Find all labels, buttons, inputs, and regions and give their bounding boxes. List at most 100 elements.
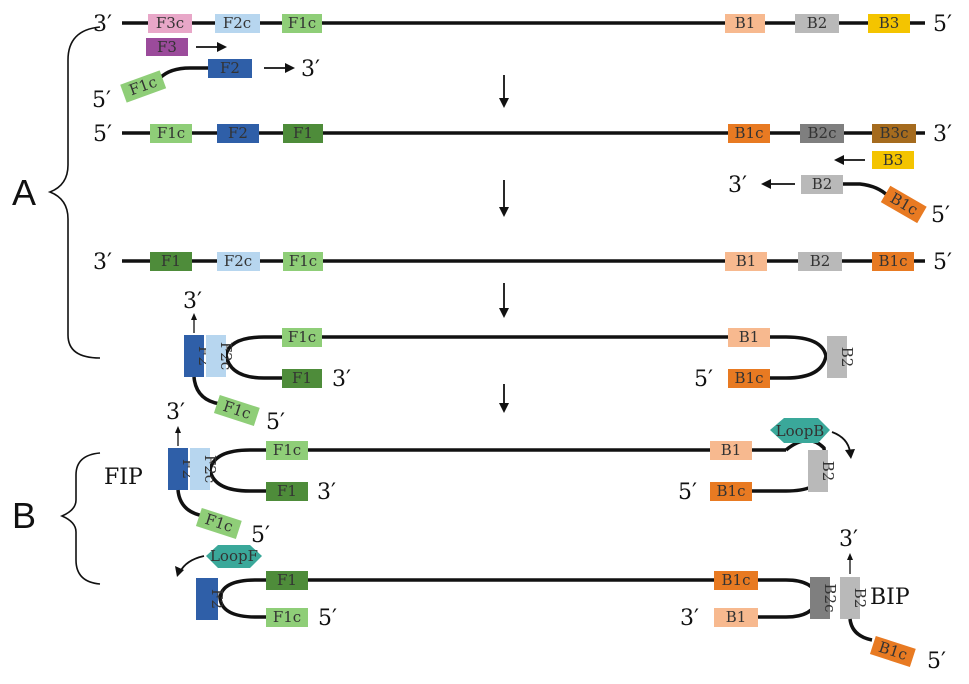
region-F2c: F2c — [215, 14, 260, 33]
svg-text:LoopB: LoopB — [776, 422, 825, 440]
svg-text:B1: B1 — [735, 14, 756, 32]
primer-B2: B2 — [801, 175, 843, 194]
step-arrow — [499, 283, 509, 318]
bip-linker — [843, 182, 890, 198]
bip-linker — [848, 618, 873, 642]
section-a-bracket — [47, 26, 101, 359]
region-F3c: F3c — [148, 14, 192, 33]
region-B2c: B2c — [810, 577, 839, 619]
region-B1: B1 — [725, 252, 767, 271]
region-B1: B1 — [714, 608, 758, 627]
svg-text:F1: F1 — [277, 571, 297, 589]
svg-text:B1c: B1c — [879, 252, 908, 270]
step-arrow — [499, 384, 509, 413]
svg-text:F1c: F1c — [288, 328, 316, 346]
region-F1c: F1c — [266, 441, 308, 460]
svg-text:F2: F2 — [228, 124, 248, 142]
region-B1: B1 — [725, 14, 765, 33]
svg-text:F2: F2 — [208, 589, 226, 609]
svg-text:F1c: F1c — [288, 14, 316, 32]
primer-B1c-tail: B1c — [880, 185, 927, 224]
svg-text:B2: B2 — [851, 588, 869, 609]
svg-text:B2: B2 — [810, 252, 831, 270]
strand-end-5: 5′ — [93, 122, 112, 147]
svg-text:F2c: F2c — [217, 342, 235, 370]
strand-end-5: 5′ — [694, 367, 713, 392]
region-F2: F2 — [196, 578, 226, 620]
stem-loop-left — [208, 448, 266, 493]
arrow-right-icon — [196, 42, 227, 52]
primer-F1c-tail: F1c — [213, 394, 260, 426]
svg-text:F1: F1 — [277, 482, 297, 500]
region-B1: B1 — [710, 441, 752, 460]
svg-text:F1c: F1c — [127, 73, 160, 100]
stem-loop-left — [224, 335, 282, 380]
region-B2c: B2c — [800, 124, 844, 143]
svg-text:F3: F3 — [157, 38, 177, 56]
strand-end-5: 5′ — [931, 203, 950, 228]
svg-text:LoopF: LoopF — [210, 547, 258, 565]
svg-text:B2: B2 — [812, 175, 833, 193]
strand-end-3: 3′ — [301, 57, 320, 82]
strand-end-3: 3′ — [166, 400, 185, 425]
strand-end-5: 5′ — [933, 250, 952, 275]
strand-end-3: 3′ — [183, 289, 202, 314]
section-b-bracket — [59, 452, 101, 585]
svg-text:F2c: F2c — [201, 455, 219, 483]
region-F1: F1 — [282, 369, 322, 388]
bip-label: BIP — [870, 585, 910, 610]
region-B2: B2 — [795, 14, 839, 33]
svg-text:B2: B2 — [819, 461, 837, 482]
strand-end-3: 3′ — [332, 367, 351, 392]
svg-text:F3c: F3c — [156, 14, 184, 32]
strand-end-3: 3′ — [728, 173, 747, 198]
fip-linker — [176, 489, 205, 518]
svg-text:B1: B1 — [726, 608, 747, 626]
strand-end-3: 3′ — [933, 122, 952, 147]
svg-text:B2c: B2c — [821, 584, 839, 613]
svg-text:F2: F2 — [220, 59, 240, 77]
step-arrow — [499, 75, 509, 108]
region-F1: F1 — [283, 124, 323, 143]
region-F1c: F1c — [266, 608, 308, 627]
loop-primer-B: LoopB — [770, 418, 830, 443]
strand-end-3: 3′ — [680, 606, 699, 631]
svg-text:F1: F1 — [293, 124, 313, 142]
primer-F2: F2 — [208, 59, 252, 78]
primer-F3: F3 — [146, 38, 188, 56]
arrow-left-icon — [761, 179, 795, 189]
svg-text:B2c: B2c — [808, 124, 837, 142]
fip-linker — [158, 66, 210, 80]
svg-text:B3c: B3c — [880, 124, 909, 142]
svg-text:F1c: F1c — [221, 397, 254, 423]
svg-text:F2c: F2c — [224, 252, 252, 270]
loop-primer-F: LoopF — [206, 545, 262, 568]
strand-end-3: 3′ — [317, 480, 336, 505]
svg-text:F1c: F1c — [157, 124, 185, 142]
region-B1c: B1c — [872, 252, 914, 271]
strand-end-5: 5′ — [251, 523, 270, 548]
svg-text:B1c: B1c — [735, 369, 764, 387]
svg-text:F2c: F2c — [223, 14, 251, 32]
region-F1c: F1c — [282, 14, 322, 33]
region-F1c: F1c — [283, 252, 323, 271]
svg-text:F1: F1 — [161, 252, 181, 270]
region-B1c: B1c — [728, 124, 770, 143]
stem-loop-right — [785, 335, 828, 380]
step-arrow — [499, 180, 509, 217]
region-B2: B2 — [827, 336, 856, 378]
region-F1: F1 — [266, 482, 308, 501]
region-F1: F1 — [266, 571, 308, 590]
arrow-up-icon — [847, 553, 853, 574]
region-F2c: F2c — [206, 335, 235, 377]
stem-loop-left — [218, 578, 266, 619]
svg-text:F1c: F1c — [289, 252, 317, 270]
region-B2: B2 — [808, 450, 837, 492]
section-b-label: B — [12, 495, 36, 536]
primer-F1c-tail: F1c — [195, 507, 242, 539]
region-F1c: F1c — [282, 328, 322, 347]
strand-end-5: 5′ — [927, 649, 946, 674]
svg-text:F1c: F1c — [273, 441, 301, 459]
region-F2c: F2c — [190, 448, 219, 490]
